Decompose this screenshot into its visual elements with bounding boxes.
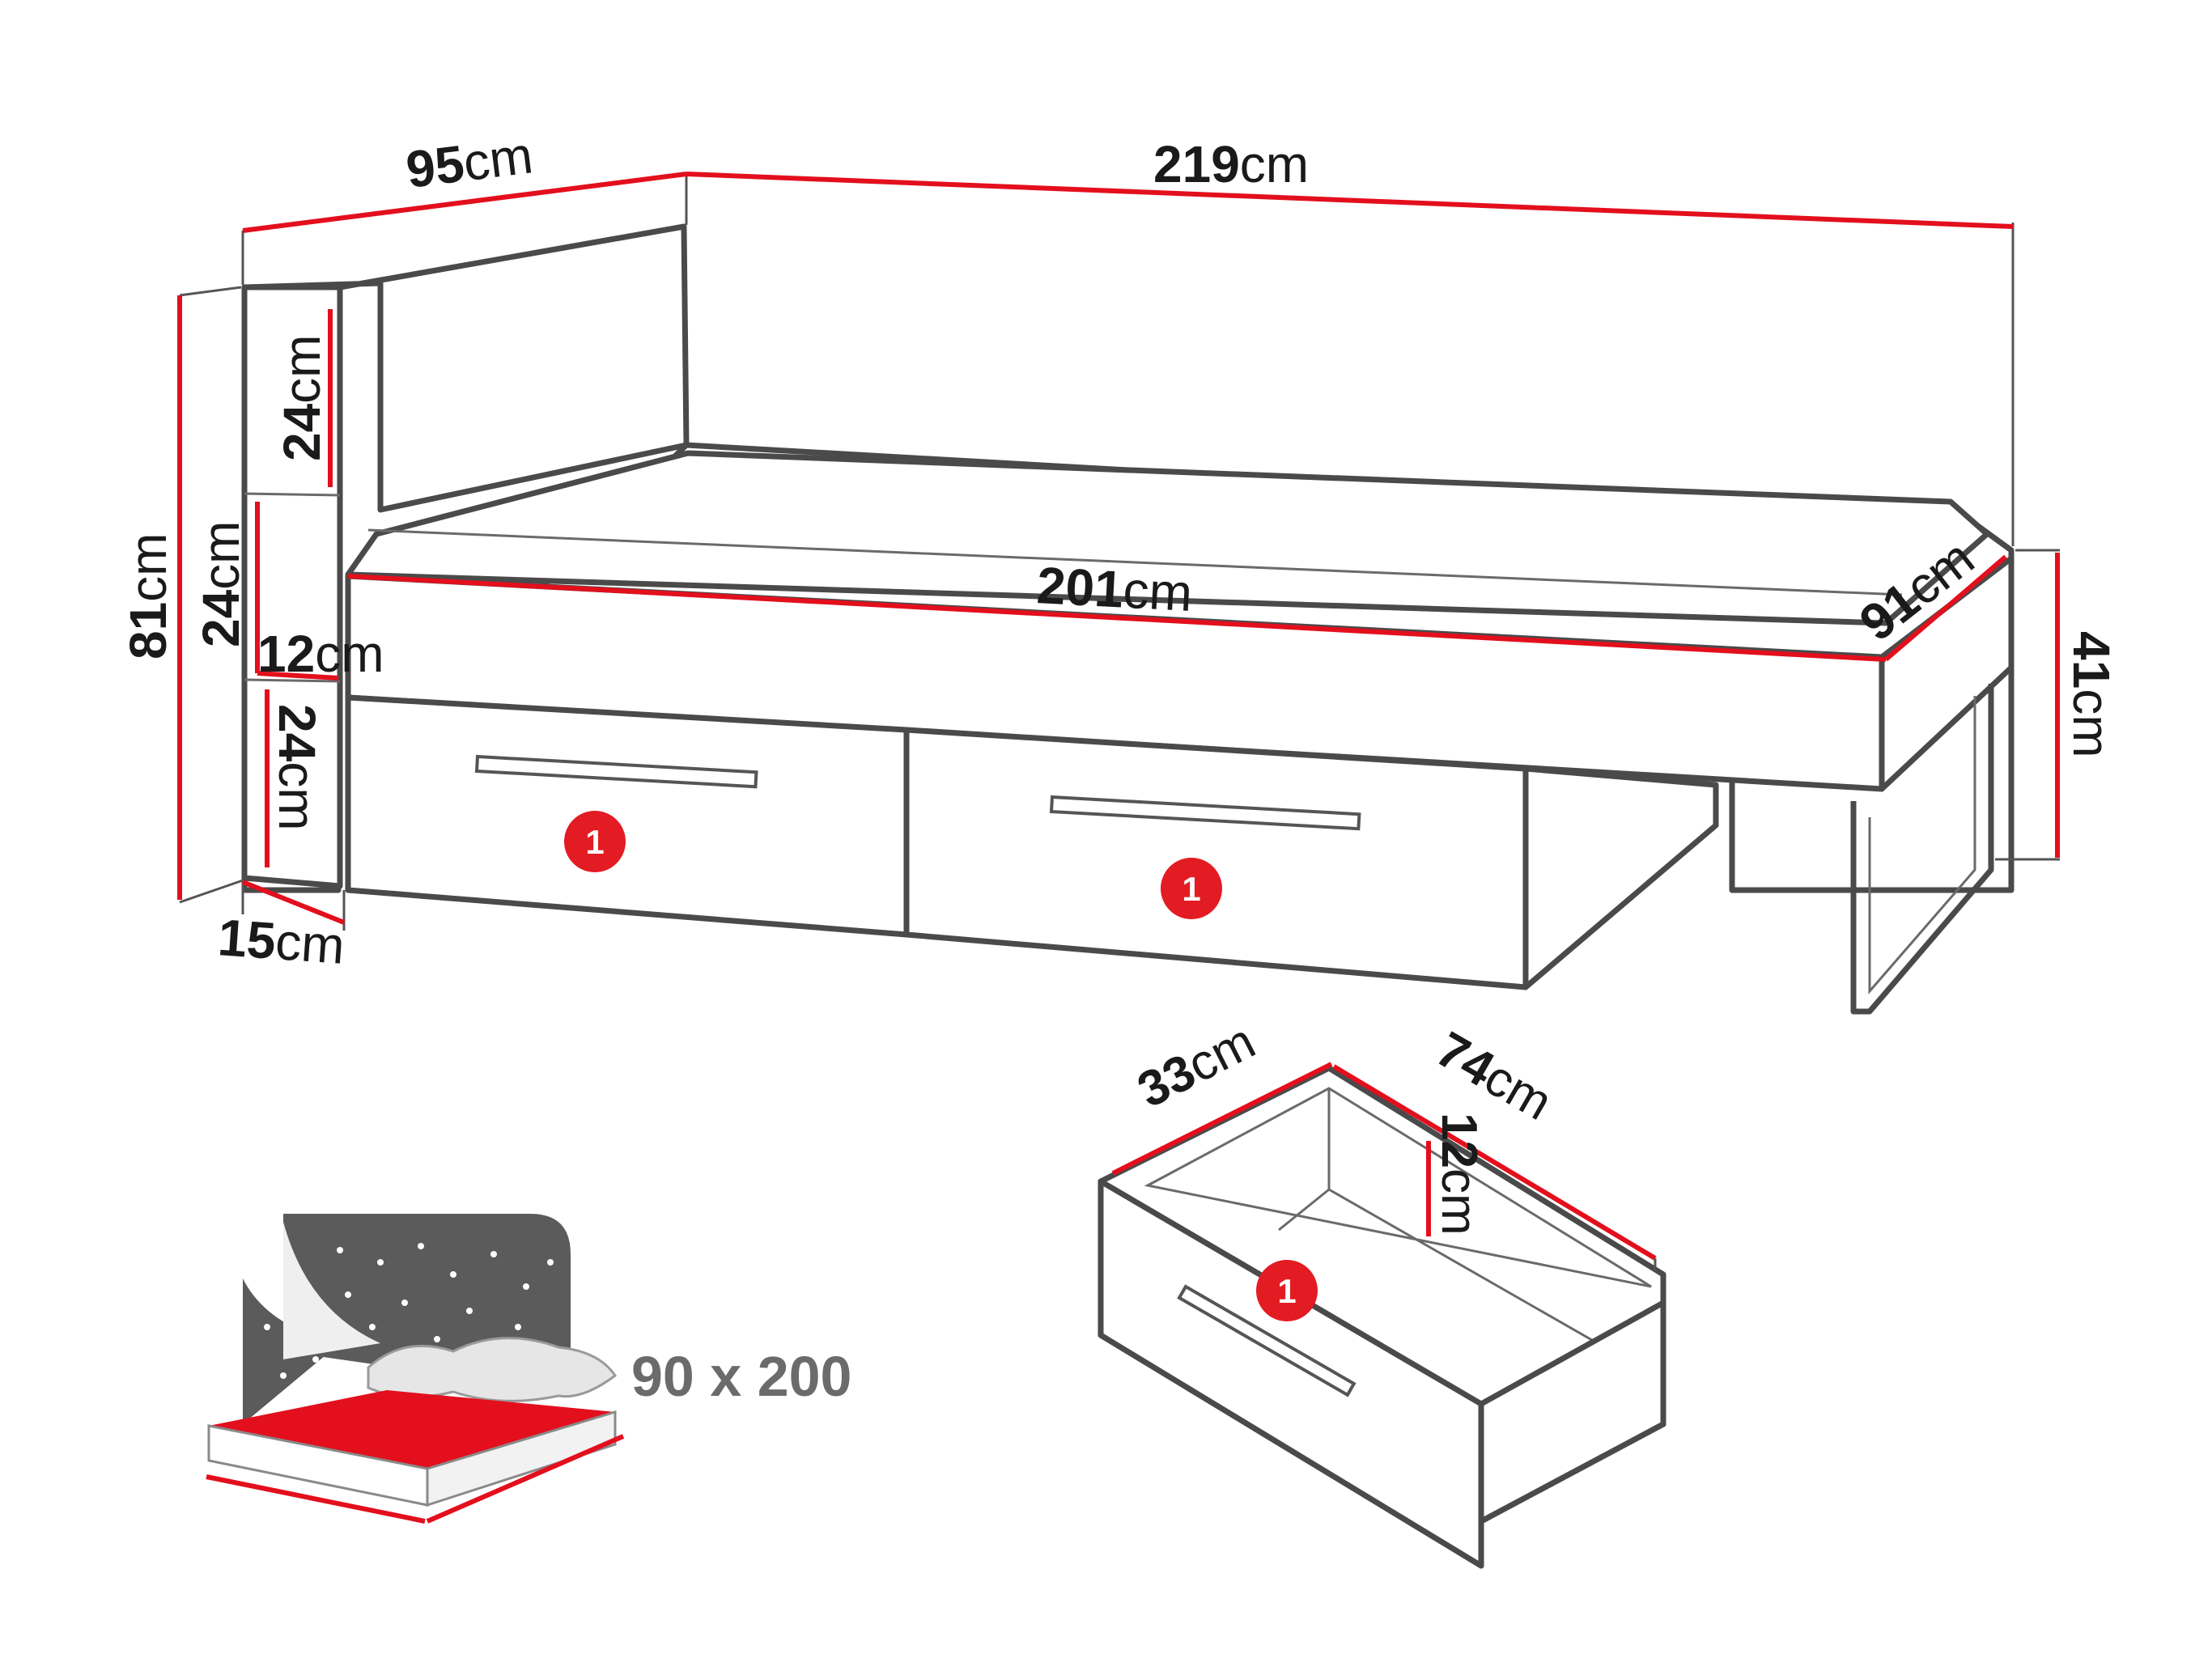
dim-line-219: [686, 172, 2014, 229]
drawer-side: [1522, 765, 1719, 990]
bed-leg-inner: [1868, 696, 1976, 995]
drawer-badge-right: 1: [1161, 858, 1222, 919]
dim-line-201: [347, 574, 1887, 662]
drawer-inner-back: [1144, 1087, 1652, 1288]
mattress-top-icon: [209, 1390, 615, 1469]
mattress-arrow-line-2: [426, 1434, 625, 1524]
label-201: 201cm: [1035, 556, 1194, 622]
bed-leg: [1850, 684, 1994, 1015]
label-15: 15cm: [216, 908, 346, 975]
dimension-labels: 95cm 219cm 81cm 24cm 24cm 12cm 24cm 15cm…: [119, 125, 2121, 975]
label-24-bottom: 24cm: [268, 704, 326, 831]
drawer-left: [345, 694, 910, 938]
label-219: 219cm: [1153, 135, 1309, 193]
label-81: 81cm: [119, 533, 177, 660]
drawer-detail: 33cm 74cm 12cm 1: [1098, 1013, 1666, 1569]
label-41: 41cm: [2062, 631, 2121, 758]
shelf-divider-top: [244, 492, 341, 497]
drawer-detail-handle: [1177, 1284, 1356, 1397]
bed-drawing: [241, 223, 2015, 1015]
svg-text:1: 1: [1277, 1272, 1296, 1310]
label-12-drawer: 12cm: [1431, 1113, 1487, 1236]
dimension-lines: [177, 172, 2060, 931]
shelf-divider-bottom: [244, 678, 341, 683]
label-24-mid: 24cm: [192, 521, 250, 648]
mattress-icon: 90 x 200: [206, 1214, 851, 1524]
svg-text:1: 1: [1182, 870, 1200, 908]
drawer-right: [903, 727, 1529, 990]
label-95: 95cm: [403, 125, 536, 199]
drawer-handle-left: [474, 754, 758, 789]
pillow-icon: [367, 1337, 618, 1402]
mattress-edge-line: [367, 528, 1903, 596]
svg-text:1: 1: [585, 823, 604, 861]
dim-line-95: [242, 172, 687, 233]
dim-line-74: [1332, 1064, 1657, 1261]
dim-line-15: [241, 880, 346, 925]
dim-line-12: [257, 671, 339, 681]
drawer-front-panel: [1098, 1178, 1484, 1569]
mattress-arrow-line-1: [206, 1474, 426, 1524]
drawer-handle-right: [1049, 795, 1361, 831]
drawer-detail-badge: 1: [1256, 1260, 1318, 1321]
drawer-side-panel: [1478, 1300, 1666, 1524]
label-24-top: 24cm: [273, 335, 331, 462]
label-12: 12cm: [257, 625, 384, 683]
dim-line-33: [1111, 1062, 1333, 1176]
label-33: 33cm: [1129, 1013, 1263, 1118]
dim-line-91: [1884, 554, 2007, 662]
drawer-badge-left: 1: [564, 811, 626, 872]
mattress-size-label: 90 x 200: [631, 1345, 851, 1408]
